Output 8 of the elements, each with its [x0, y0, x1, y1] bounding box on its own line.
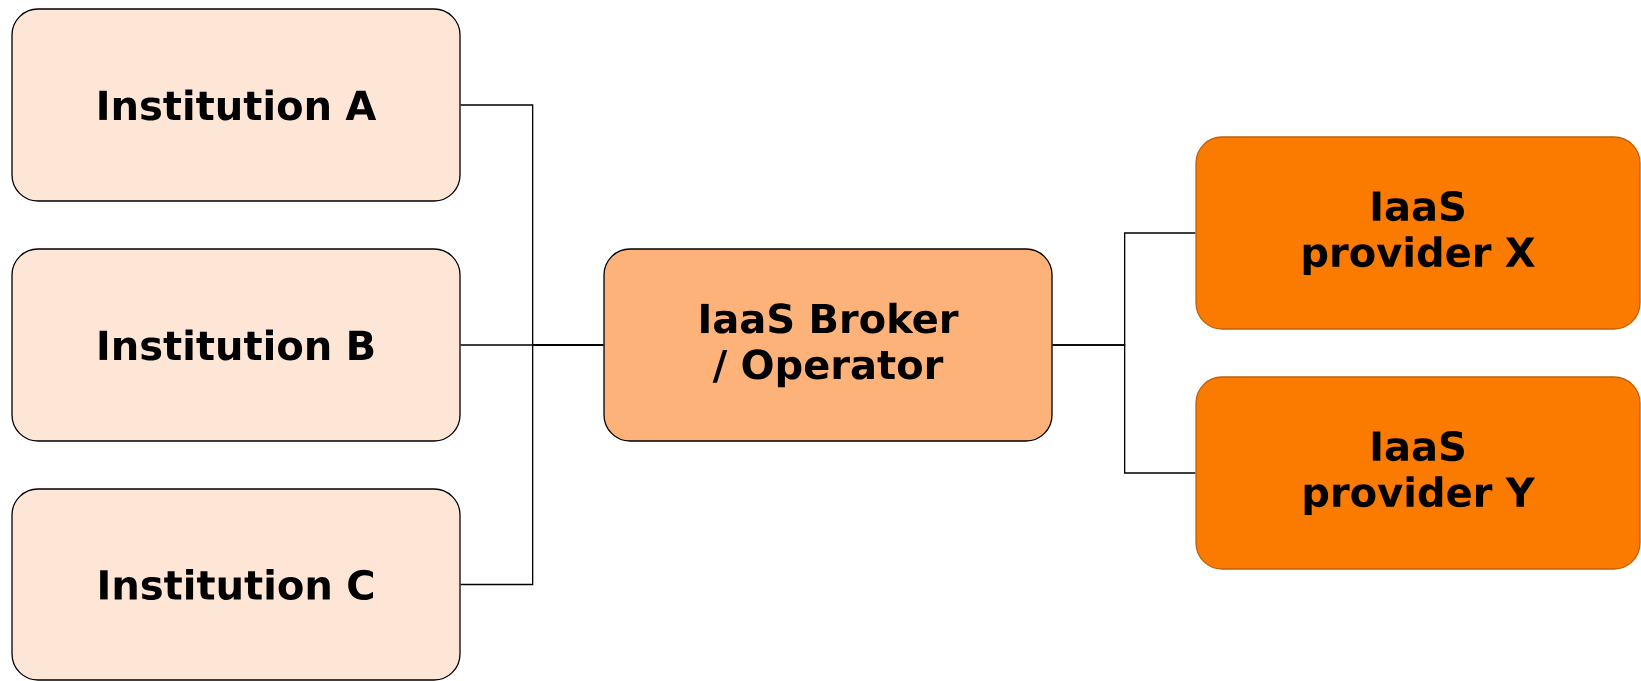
- institution-box: Institution C: [11, 488, 461, 681]
- institution-box: Institution A: [11, 8, 461, 202]
- provider-box: IaaS provider Y: [1195, 376, 1641, 570]
- connector-line: [1052, 344, 1196, 474]
- broker-box: IaaS Broker / Operator: [603, 248, 1053, 442]
- institution-box: Institution B: [11, 248, 461, 442]
- provider-box: IaaS provider X: [1195, 136, 1641, 330]
- connector-line: [460, 344, 604, 586]
